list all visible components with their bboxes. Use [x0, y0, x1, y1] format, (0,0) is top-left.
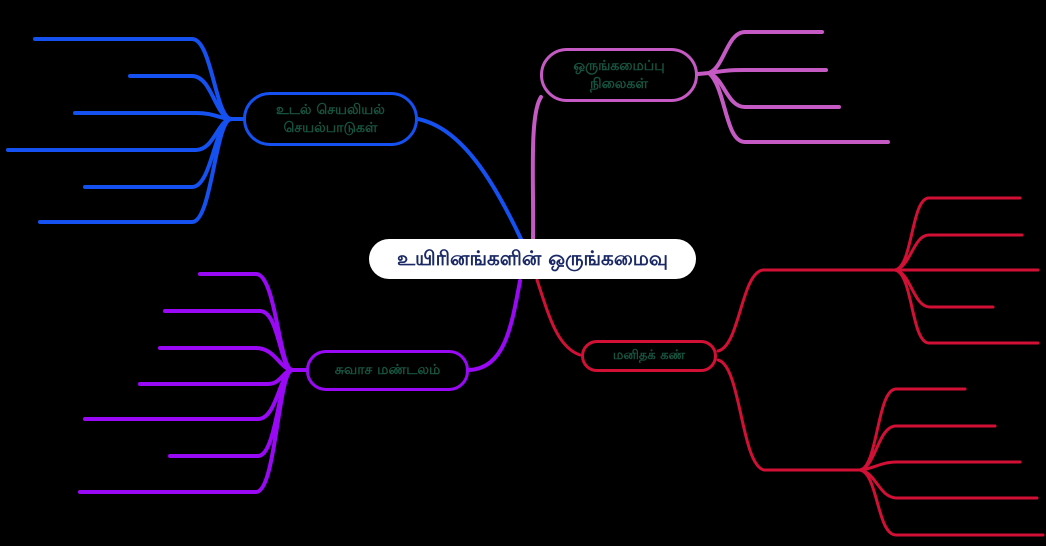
central-topic-label: உயிரினங்களின் ஒருங்கமைவு [396, 245, 668, 270]
central-topic-node[interactable]: உயிரினங்களின் ஒருங்கமைவு [369, 239, 696, 279]
child-topic-line[interactable] [38, 117, 233, 224]
child-topic-line[interactable] [158, 346, 294, 372]
branch-label-line2: செயல்பாடுகள் [283, 120, 378, 136]
child-topic-line[interactable] [707, 71, 890, 144]
branch-node-respiratory[interactable]: சுவாச மண்டலம் [306, 350, 469, 391]
branch-node-physiology[interactable]: உடல் செயலியல் செயல்பாடுகள் [243, 92, 418, 146]
child-topic-line[interactable] [73, 111, 233, 121]
branch-node-human-eye[interactable]: மனிதக் கண் [581, 340, 717, 372]
child-topic-line[interactable] [83, 117, 233, 189]
branch-lines-organization [530, 30, 890, 241]
child-topic-line[interactable] [893, 268, 1040, 345]
branch-connector [416, 117, 523, 241]
child-topic-line[interactable] [6, 117, 233, 152]
branch-node-organization-levels[interactable]: ஒருங்கமைப்பு நிலைகள் [540, 48, 698, 102]
subtree-trunk [716, 358, 862, 472]
subtree-trunk [716, 268, 897, 353]
child-topic-line[interactable] [707, 30, 824, 75]
branch-connector [467, 279, 522, 372]
child-topic-line[interactable] [78, 368, 294, 494]
child-topic-line[interactable] [858, 460, 1022, 472]
child-topic-line[interactable] [83, 368, 294, 421]
child-topic-line[interactable] [707, 68, 828, 75]
branch-connector [530, 95, 543, 241]
child-topic-line[interactable] [707, 71, 841, 109]
child-topic-line[interactable] [163, 309, 294, 372]
child-topic-line[interactable] [893, 233, 1024, 272]
child-topic-line[interactable] [858, 468, 1039, 500]
branch-label: மனிதக் கண் [612, 348, 686, 363]
branch-lines-human-eye [535, 196, 1045, 537]
branch-connector [535, 278, 582, 357]
child-topic-line[interactable] [858, 387, 967, 472]
branch-lines-physiology [6, 37, 523, 241]
branch-label-line1: ஒருங்கமைப்பு [573, 57, 665, 74]
branch-label-line1: உடல் செயலியல் [276, 101, 385, 118]
child-topic-line[interactable] [198, 272, 294, 372]
branch-lines-respiratory [78, 272, 522, 494]
child-topic-line[interactable] [138, 368, 294, 386]
child-topic-line[interactable] [858, 424, 997, 472]
branch-label-line2: நிலைகள் [589, 76, 649, 92]
branch-label: சுவாச மண்டலம் [334, 361, 441, 378]
child-topic-line[interactable] [858, 468, 1045, 537]
